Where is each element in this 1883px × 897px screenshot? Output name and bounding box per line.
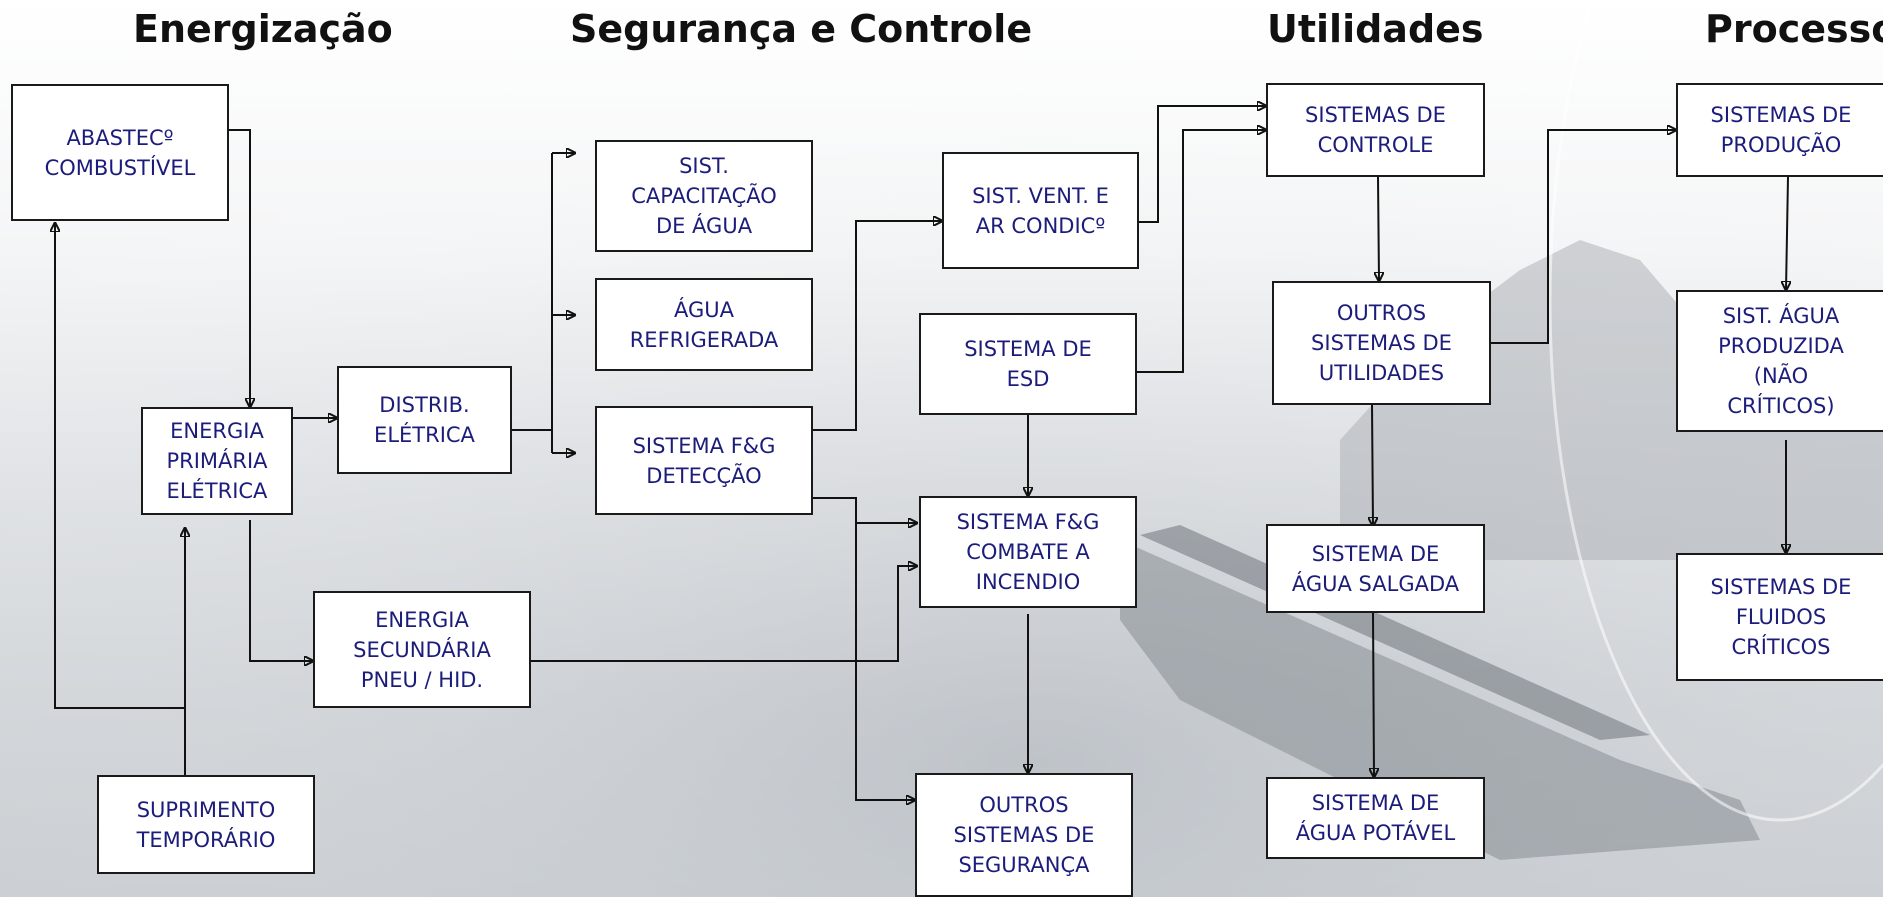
link-secundaria-combate — [531, 566, 917, 662]
header-processo: Processo — [1705, 7, 1883, 51]
box-suprimento-temporario: SUPRIMENTO TEMPORÁRIO — [97, 775, 315, 874]
box-energia-secundaria: ENERGIA SECUNDÁRIA PNEU / HID. — [313, 591, 531, 708]
box-vent-ar-condicionado: SIST. VENT. E AR CONDICº — [942, 152, 1139, 269]
link-suprimento-abastecimento — [55, 223, 185, 709]
link-salgada-potavel — [1373, 612, 1374, 777]
link-deteccao-outros — [813, 497, 915, 800]
header-energizacao: Energização — [133, 7, 393, 51]
box-outros-sistemas-seguranca: OUTROS SISTEMAS DE SEGURANÇA — [915, 773, 1133, 897]
header-seguranca-controle: Segurança e Controle — [570, 7, 1033, 51]
link-esd-controle — [1137, 130, 1266, 373]
box-distrib-eletrica: DISTRIB. ELÉTRICA — [337, 366, 512, 474]
link-deteccao-vent — [813, 221, 942, 431]
box-agua-produzida: SIST. ÁGUA PRODUZIDA (NÃO CRÍTICOS) — [1676, 290, 1883, 432]
box-fg-combate-incendio: SISTEMA F&G COMBATE A INCENDIO — [919, 496, 1137, 608]
link-producao-produzida — [1786, 176, 1788, 290]
box-capacitacao-agua: SIST. CAPACITAÇÃO DE ÁGUA — [595, 140, 813, 252]
box-energia-primaria-eletrica: ENERGIA PRIMÁRIA ELÉTRICA — [141, 407, 293, 515]
box-abastecimento-combustivel: ABASTECº COMBUSTÍVEL — [11, 84, 229, 221]
link-outros-producao — [1488, 130, 1676, 344]
box-agua-potavel: SISTEMA DE ÁGUA POTÁVEL — [1266, 777, 1485, 859]
box-fluidos-criticos: SISTEMAS DE FLUIDOS CRÍTICOS — [1676, 553, 1883, 681]
box-sistema-esd: SISTEMA DE ESD — [919, 313, 1137, 415]
box-outros-sistemas-utilidades: OUTROS SISTEMAS DE UTILIDADES — [1272, 281, 1491, 405]
link-outros-salgada — [1372, 404, 1373, 526]
box-sistemas-controle: SISTEMAS DE CONTROLE — [1266, 83, 1485, 177]
link-controle-outros — [1378, 176, 1379, 281]
box-agua-refrigerada: ÁGUA REFRIGERADA — [595, 278, 813, 371]
box-sistemas-producao: SISTEMAS DE PRODUÇÃO — [1676, 83, 1883, 177]
box-fg-deteccao: SISTEMA F&G DETECÇÃO — [595, 406, 813, 515]
header-utilidades: Utilidades — [1267, 7, 1484, 51]
link-vent-controle — [1139, 106, 1266, 223]
ship-hull — [1120, 540, 1760, 860]
link-abastecimento-energia — [229, 129, 250, 407]
box-agua-salgada: SISTEMA DE ÁGUA SALGADA — [1266, 524, 1485, 613]
link-energia-secundaria — [249, 520, 313, 661]
